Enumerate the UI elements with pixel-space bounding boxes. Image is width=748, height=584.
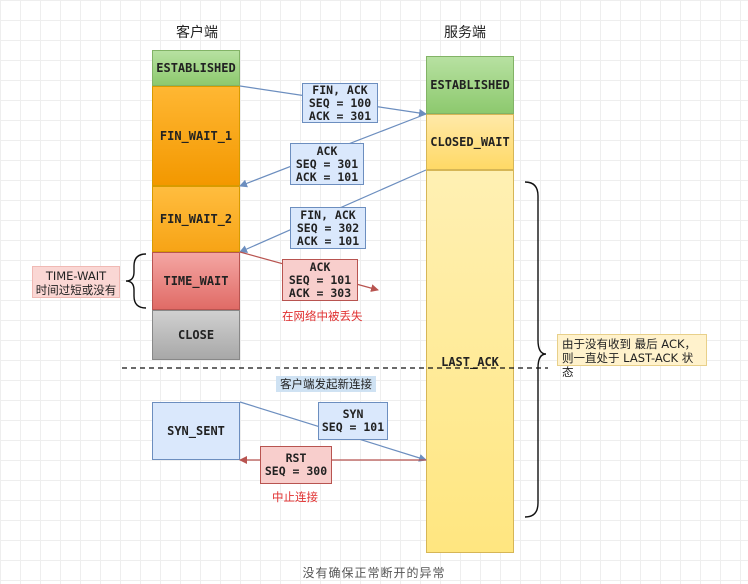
msg-rst-flags: RST xyxy=(285,451,307,465)
client-state-fin-wait-1: FIN_WAIT_1 xyxy=(152,86,240,186)
server-title: 服务端 xyxy=(444,25,486,41)
lost-note: 在网络中被丢失 xyxy=(282,309,363,323)
msg-ack-lost: ACK SEQ = 101 ACK = 303 xyxy=(282,259,358,301)
time-wait-note-line2: 时间过短或没有 xyxy=(35,283,117,297)
msg-ack-lost-flags: ACK xyxy=(309,259,331,274)
msg-fin-ack-2: FIN, ACK SEQ = 302 ACK = 101 xyxy=(290,207,366,249)
msg-fin1-flags: FIN, ACK xyxy=(312,82,368,97)
msg-fin1-seq: SEQ = 100 xyxy=(308,95,372,110)
client-state-time-wait: TIME_WAIT xyxy=(152,252,240,310)
last-ack-brace xyxy=(524,181,547,518)
time-wait-note-line1: TIME-WAIT xyxy=(45,269,107,283)
client-state-fin-wait-2: FIN_WAIT_2 xyxy=(152,186,240,252)
client-state-close: CLOSE xyxy=(152,310,240,360)
msg-ack-1: ACK SEQ = 301 ACK = 101 xyxy=(290,143,364,185)
reconnect-note: 客户端发起新连接 xyxy=(276,376,376,392)
msg-fin2-flags: FIN, ACK xyxy=(300,207,356,222)
server-state-last-ack: LAST_ACK xyxy=(426,170,514,553)
last-ack-note-line2: 则一直处于 LAST-ACK 状态 xyxy=(562,351,694,379)
msg-syn: SYN SEQ = 101 xyxy=(318,402,388,440)
last-ack-note: 由于没有收到 最后 ACK， 则一直处于 LAST-ACK 状态 xyxy=(557,334,707,379)
abort-note: 中止连接 xyxy=(272,490,318,504)
msg-ack1-ack: ACK = 101 xyxy=(295,169,359,184)
msg-fin2-ack: ACK = 101 xyxy=(296,233,360,248)
msg-fin2-seq: SEQ = 302 xyxy=(296,220,360,235)
msg-ack-lost-seq: SEQ = 101 xyxy=(288,272,352,287)
msg-ack1-seq: SEQ = 301 xyxy=(295,156,359,171)
msg-ack1-flags: ACK xyxy=(316,143,338,158)
msg-syn-seq: SEQ = 101 xyxy=(321,420,385,434)
msg-syn-flags: SYN xyxy=(342,407,364,421)
server-state-closed-wait: CLOSED_WAIT xyxy=(426,114,514,170)
msg-fin-ack-1: FIN, ACK SEQ = 100 ACK = 301 xyxy=(302,83,378,123)
time-wait-note: TIME-WAIT 时间过短或没有 xyxy=(32,266,120,298)
last-ack-note-line1: 由于没有收到 最后 ACK， xyxy=(562,337,697,351)
msg-fin1-ack: ACK = 301 xyxy=(308,108,372,123)
client-state-syn-sent: SYN_SENT xyxy=(152,402,240,460)
client-title: 客户端 xyxy=(176,25,218,41)
client-state-established: ESTABLISHED xyxy=(152,50,240,86)
server-state-established: ESTABLISHED xyxy=(426,56,514,114)
msg-rst: RST SEQ = 300 xyxy=(260,446,332,484)
caption: 没有确保正常断开的异常 xyxy=(302,566,446,580)
msg-rst-seq: SEQ = 300 xyxy=(264,464,328,478)
msg-ack-lost-ack: ACK = 303 xyxy=(288,285,352,300)
time-wait-brace xyxy=(125,253,147,309)
